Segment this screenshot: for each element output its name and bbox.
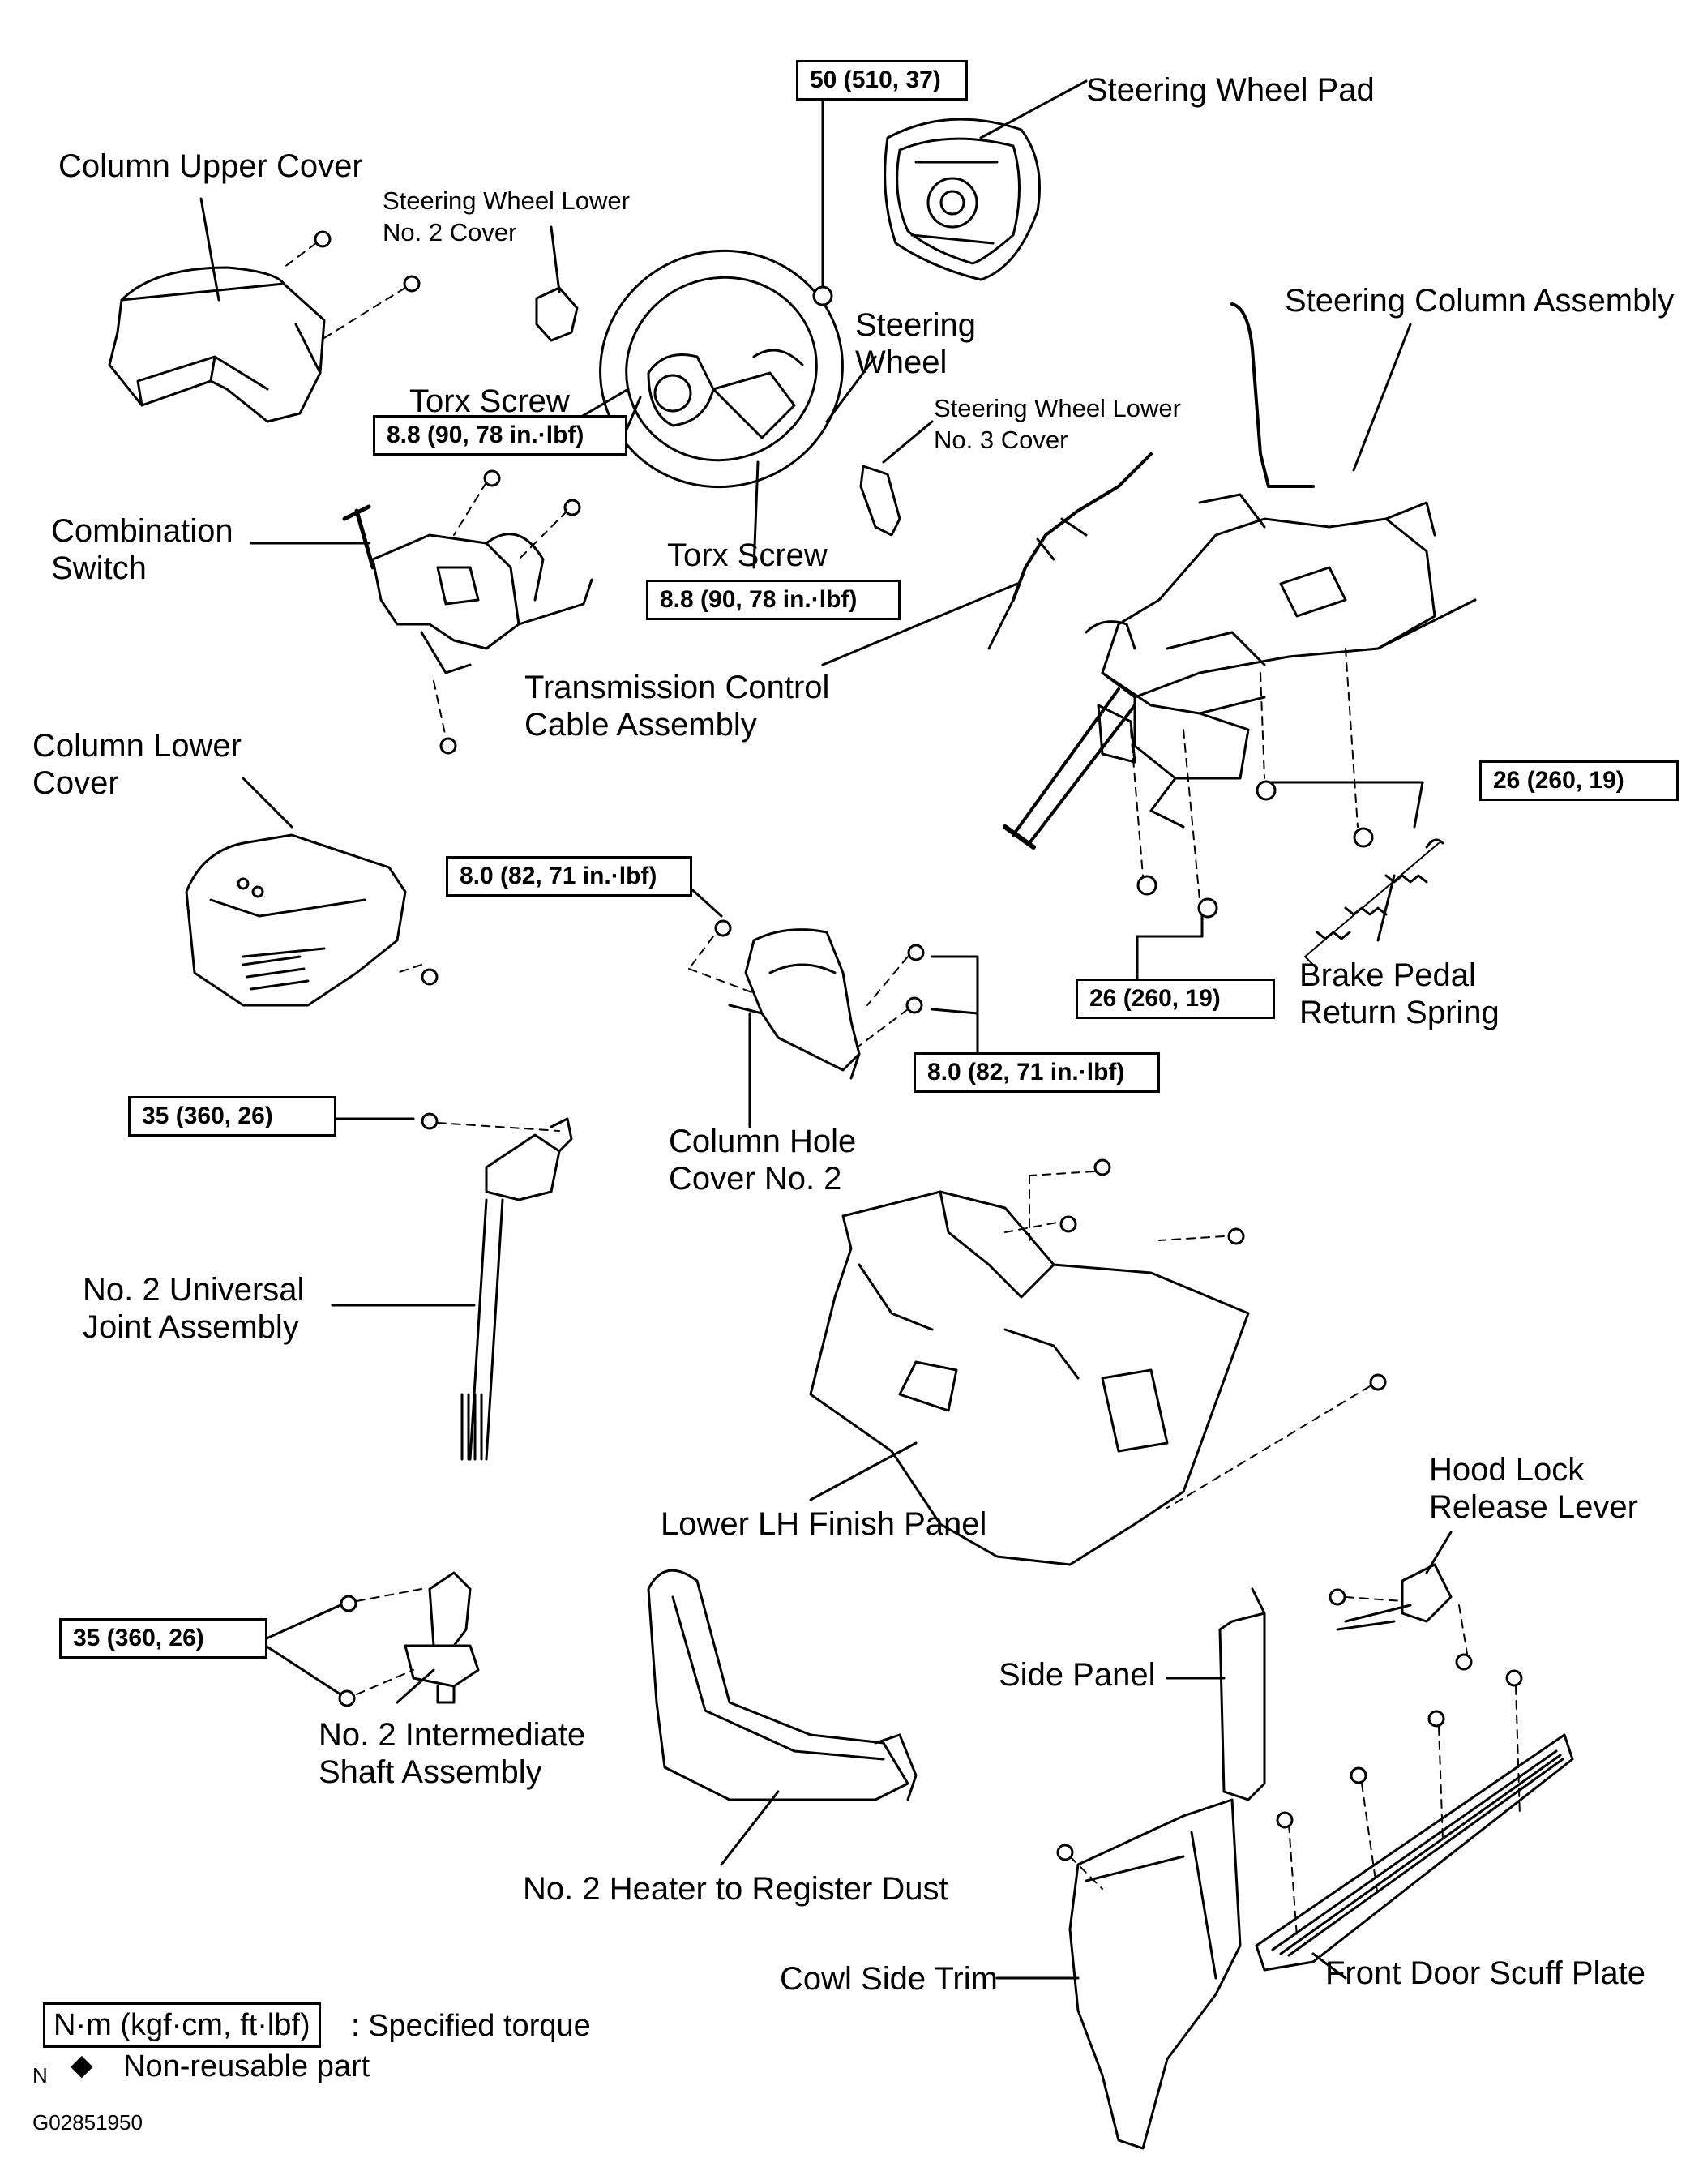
cowl-side-trim-drawing <box>1068 1798 1242 2150</box>
label-brake-pedal-return-spring: Brake Pedal Return Spring <box>1299 957 1500 1030</box>
scuff-plate-drawing <box>1255 1733 1574 1972</box>
torque-column-nut-right: 26 (260, 19) <box>1479 760 1679 801</box>
torque-torx-center: 8.8 (90, 78 in.·lbf) <box>646 580 901 620</box>
torque-column-nut-bottom: 26 (260, 19) <box>1076 979 1275 1019</box>
legend-nonreusable-diamond-icon: ◆ <box>71 2048 93 2081</box>
label-sw-lower-no3-cover: Steering Wheel Lower No. 3 Cover <box>934 394 1181 454</box>
column-hole-cover-drawing <box>728 928 861 1080</box>
lower-lh-finish-panel-drawing <box>809 1190 1250 1566</box>
label-front-door-scuff-plate: Front Door Scuff Plate <box>1325 1955 1645 1991</box>
label-no2-universal-joint: No. 2 Universal Joint Assembly <box>83 1272 305 1345</box>
torque-torx-left: 8.8 (90, 78 in.·lbf) <box>373 415 627 456</box>
label-column-hole-cover: Column Hole Cover No. 2 <box>669 1124 857 1197</box>
label-side-panel: Side Panel <box>999 1657 1156 1693</box>
label-column-lower-cover: Column Lower Cover <box>32 728 242 801</box>
legend-torque-unit-box: N·m (kgf·cm, ft·lbf) <box>43 2002 321 2048</box>
torque-pad-nut: 50 (510, 37) <box>796 60 968 101</box>
fasteners <box>314 230 1523 1861</box>
combination-switch-drawing <box>342 504 593 674</box>
torque-hole-cover-top: 8.0 (82, 71 in.·lbf) <box>446 856 692 897</box>
side-panel-drawing <box>1218 1587 1266 1801</box>
label-no2-intermediate-shaft: No. 2 Intermediate Shaft Assembly <box>319 1717 586 1790</box>
label-lower-lh-finish-panel: Lower LH Finish Panel <box>661 1506 987 1542</box>
torque-universal-joint: 35 (360, 26) <box>128 1096 336 1137</box>
heater-duct-drawing <box>647 1569 918 1801</box>
torque-intermediate-shaft: 35 (360, 26) <box>59 1618 267 1659</box>
steering-wheel-pad-drawing <box>884 118 1041 281</box>
label-torx-screw-center: Torx Screw <box>667 537 828 573</box>
leader-lines <box>199 79 1453 1980</box>
steering-column-drawing <box>1003 302 1477 850</box>
legend-torque-unit-text: : Specified torque <box>351 2009 591 2043</box>
sw-lower-no2-cover-drawing <box>535 286 579 342</box>
label-transmission-control-cable: Transmission Control Cable Assembly <box>524 670 830 743</box>
label-steering-wheel-pad: Steering Wheel Pad <box>1086 72 1375 108</box>
bolt-paths <box>283 242 1521 1938</box>
universal-joint-drawing <box>460 1117 573 1461</box>
label-hood-lock-release-lever: Hood Lock Release Lever <box>1429 1452 1638 1525</box>
label-sw-lower-no2-cover: Steering Wheel Lower No. 2 Cover <box>383 186 630 246</box>
label-cowl-side-trim: Cowl Side Trim <box>780 1961 998 1997</box>
torque-hole-cover-right: 8.0 (82, 71 in.·lbf) <box>914 1052 1160 1093</box>
column-upper-cover-drawing <box>108 266 326 423</box>
hood-lock-lever-drawing <box>1336 1563 1453 1631</box>
figure-id: G02851950 <box>32 2110 143 2135</box>
label-steering-wheel: Steering Wheel <box>855 307 976 380</box>
label-heater-register-duct: No. 2 Heater to Register Dust <box>523 1871 948 1907</box>
label-steering-column-assembly: Steering Column Assembly <box>1285 283 1675 319</box>
footer-corner-mark: N <box>32 2063 48 2088</box>
intermediate-shaft-drawing <box>404 1571 480 1704</box>
column-lower-cover-drawing <box>185 833 407 1007</box>
label-combination-switch: Combination Switch <box>51 513 233 586</box>
label-torx-screw-left: Torx Screw <box>409 383 570 419</box>
legend-nonreusable-text: Non-reusable part <box>123 2049 370 2083</box>
label-column-upper-cover: Column Upper Cover <box>58 148 363 184</box>
brake-spring-drawing <box>1304 838 1444 966</box>
sw-lower-no3-cover-drawing <box>859 465 901 537</box>
transmission-cable-drawing <box>987 452 1153 650</box>
steering-wheel-drawing <box>599 249 844 489</box>
